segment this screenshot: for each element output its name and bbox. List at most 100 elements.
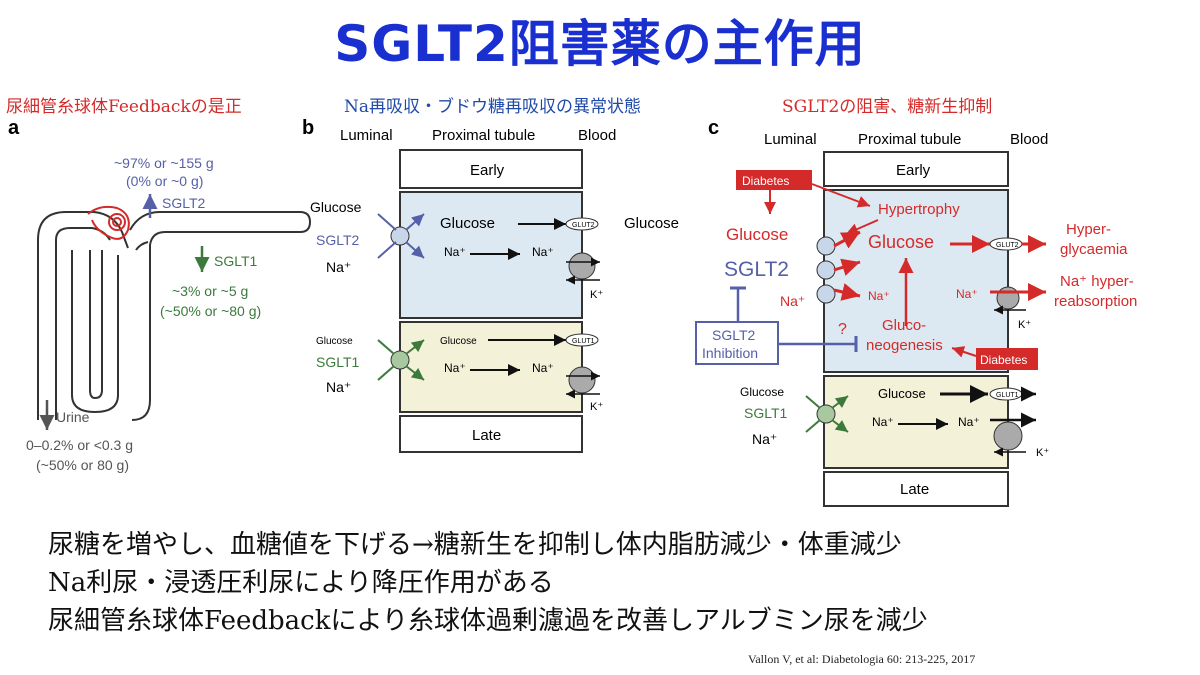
glut1-label-c: GLUT1 <box>996 392 1019 399</box>
sglt1-transporter-c <box>816 404 836 424</box>
sglt2-transporter-b <box>390 226 410 246</box>
diabetes-to-gng <box>951 346 977 358</box>
urine-value2: (~50% or 80 g) <box>36 457 129 473</box>
glut2-label-c: GLUT2 <box>996 242 1019 249</box>
col-luminal-c: Luminal <box>764 131 817 148</box>
panel-a-letter: a <box>8 117 20 139</box>
sglt2-label-b: SGLT2 <box>316 232 360 248</box>
hypertrophy-arrow <box>845 219 879 235</box>
sglt2-out1-b <box>405 213 425 231</box>
sglt2-value-a: ~97% or ~155 g <box>114 155 214 171</box>
sglt2-transporter-c2 <box>816 260 836 280</box>
k1-c: K⁺ <box>1018 319 1031 331</box>
diabetes-box-top <box>736 170 812 190</box>
col-proximal-b: Proximal tubule <box>432 127 535 144</box>
naka-pump2-c <box>993 421 1023 451</box>
sglt2-label-c: SGLT2 <box>724 258 789 281</box>
sglt1-label-c: SGLT1 <box>744 405 788 421</box>
citation: Vallon V, et al: Diabetologia 60: 213-22… <box>748 652 976 666</box>
glucose-lumen-b: Glucose <box>310 199 362 215</box>
naka-pump2-b <box>568 366 596 394</box>
na-lumen2-c: Na⁺ <box>752 431 777 447</box>
sglt1-label-b: SGLT1 <box>316 354 360 370</box>
na-cell3-c: Na⁺ <box>872 415 894 429</box>
nephron-tubule <box>37 211 312 421</box>
diabetes-label-top: Diabetes <box>742 174 789 188</box>
early-cell-c <box>823 151 1009 187</box>
inhibition-1: SGLT2 <box>712 327 756 343</box>
subtitle-c: SGLT2の阻害、糖新生抑制 <box>782 97 993 117</box>
sglt2-transporter-c3 <box>816 284 836 304</box>
sglt2-transporter-c1 <box>816 236 836 256</box>
panel-b: b Luminal Proximal tubule Blood Early La… <box>302 117 679 453</box>
naka-pump1-b <box>568 252 596 280</box>
sglt1-in1-b <box>377 339 395 355</box>
sglt1-label-a: SGLT1 <box>214 253 258 269</box>
glucose-blood-b: Glucose <box>624 215 679 232</box>
sglt1-out1-c <box>831 395 849 409</box>
sglt2-label-a: SGLT2 <box>162 195 206 211</box>
diabetes-to-hypertrophy <box>811 183 871 208</box>
bullet-2: Na利尿・浸透圧利尿により降圧作用がある <box>48 568 554 598</box>
k2-b: K⁺ <box>590 401 603 413</box>
k1-b: K⁺ <box>590 289 603 301</box>
gluconeogenesis-1: Gluco- <box>882 317 926 334</box>
na-hyper-1: Na⁺ hyper- <box>1060 273 1134 290</box>
late-cell-c <box>823 471 1009 507</box>
col-proximal-c: Proximal tubule <box>858 131 961 148</box>
glucose-cell2-b: Glucose <box>440 336 477 347</box>
glucose-lumen-c: Glucose <box>726 225 788 244</box>
glucose-cell-b: Glucose <box>440 215 495 232</box>
glut2-b <box>565 217 599 231</box>
sglt2-value2-a: (0% or ~0 g) <box>126 173 203 189</box>
sglt1-out2-c <box>831 419 849 433</box>
bullet-3: 尿細管糸球体Feedbackにより糸球体過剰濾過を改善しアルブミン尿を減少 <box>48 606 928 636</box>
urine-label: Urine <box>56 409 90 425</box>
hyperglycaemia-2: glycaemia <box>1060 241 1128 258</box>
diabetes-label-bottom: Diabetes <box>980 353 1027 367</box>
glucose-lumen2-c: Glucose <box>740 385 784 399</box>
na-cell2-b: Na⁺ <box>532 245 554 259</box>
sglt1-value-a: ~3% or ~5 g <box>172 283 248 299</box>
naka-pump1-c <box>996 286 1020 310</box>
panel-c-letter: c <box>708 117 719 139</box>
sglt1-value2-a: (~50% or ~80 g) <box>160 303 261 319</box>
question-mark: ? <box>838 321 847 338</box>
slide-title: SGLT2阻害薬の主作用 <box>334 15 866 73</box>
late-label-c: Late <box>900 481 929 498</box>
na-cell4-c: Na⁺ <box>958 415 980 429</box>
na-cell1-b: Na⁺ <box>444 245 466 259</box>
na-cell-c: Na⁺ <box>868 289 890 303</box>
glut2-label-b: GLUT2 <box>572 222 595 229</box>
panel-b-letter: b <box>302 117 314 139</box>
k2-c: K⁺ <box>1036 447 1049 459</box>
diabetes-box-bottom <box>976 348 1038 370</box>
panel-a: a ~97% or ~155 g (0% or ~0 g) SGLT2 SGLT… <box>8 117 312 473</box>
glucose-uptake-c2 <box>833 258 861 276</box>
na-lumen2-b: Na⁺ <box>326 379 351 395</box>
sglt2-out2-b <box>405 241 425 259</box>
glucose-cell2-c: Glucose <box>878 386 926 401</box>
inhibition-2: Inhibition <box>702 345 758 361</box>
hyperglycaemia-1: Hyper- <box>1066 221 1111 238</box>
col-luminal-b: Luminal <box>340 127 393 144</box>
col-blood-c: Blood <box>1010 131 1048 148</box>
sglt2-in1-b <box>377 213 397 231</box>
glut1-b <box>565 333 599 347</box>
glucose-lumen2-b: Glucose <box>316 336 353 347</box>
sglt1-in2-b <box>377 365 395 381</box>
early-label-c: Early <box>896 162 931 179</box>
sglt2-in2-b <box>377 241 397 259</box>
na-cell3-b: Na⁺ <box>444 361 466 375</box>
glomerulus <box>87 205 130 240</box>
early-cell-b <box>399 149 583 189</box>
sglt1-in1-c <box>805 395 821 409</box>
na-cell4-b: Na⁺ <box>532 361 554 375</box>
urine-value: 0–0.2% or <0.3 g <box>26 437 133 453</box>
glucose-uptake-c <box>833 230 861 249</box>
na-lumen-c: Na⁺ <box>780 293 805 309</box>
col-blood-b: Blood <box>578 127 616 144</box>
s3-cell-b <box>399 321 583 413</box>
gluconeogenesis-2: neogenesis <box>866 337 943 354</box>
